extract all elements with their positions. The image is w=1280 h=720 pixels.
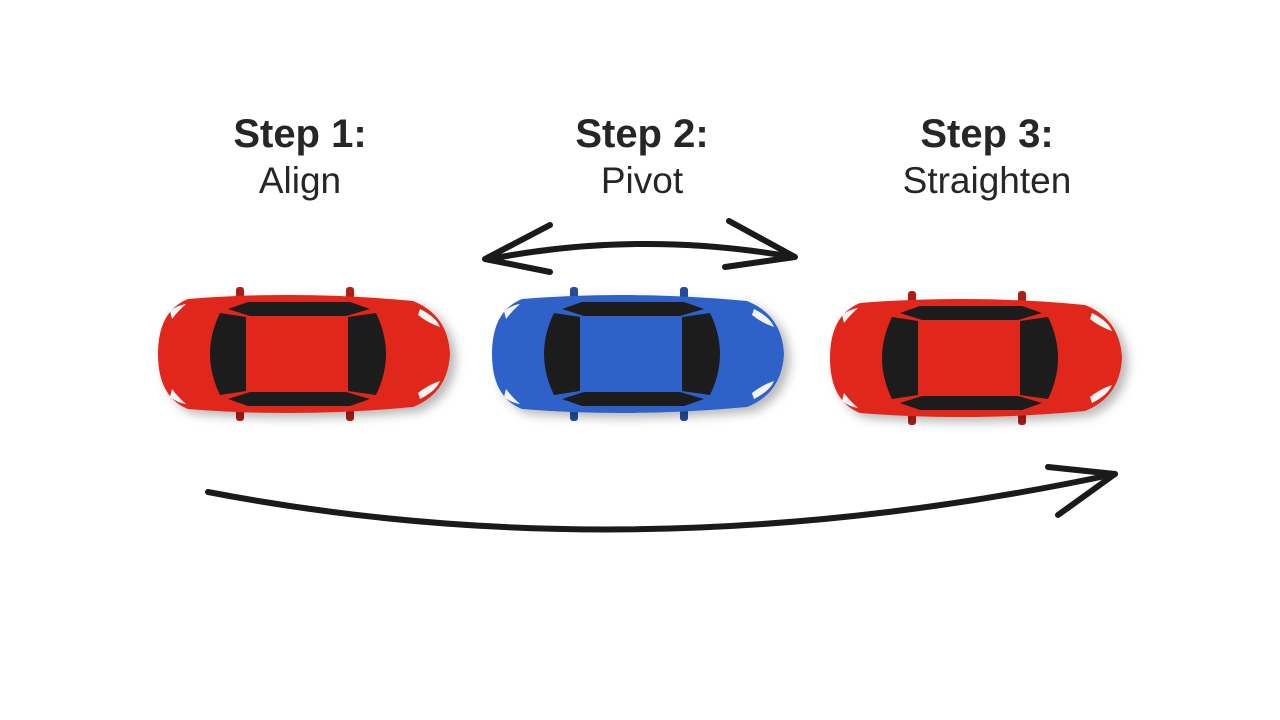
headlight <box>752 381 774 399</box>
windshield <box>1020 317 1058 399</box>
headlight <box>1090 313 1112 331</box>
windshield <box>682 313 720 395</box>
windshield <box>348 313 386 395</box>
step-1-action: Align <box>258 160 342 201</box>
car-roof <box>920 322 1018 394</box>
side-window-bottom <box>900 396 1042 410</box>
side-window-top <box>562 302 704 316</box>
tail-light <box>504 304 520 319</box>
tail-light <box>842 393 858 408</box>
step-2-title: Step 2: <box>575 112 709 156</box>
headlight <box>752 309 774 327</box>
side-window-bottom <box>228 392 370 406</box>
step-2-action: Pivot <box>600 160 684 201</box>
blue-car-step-2 <box>492 287 784 421</box>
headlight <box>418 381 440 399</box>
tail-light <box>170 304 186 319</box>
tail-light <box>504 389 520 404</box>
red-car-step-3 <box>830 291 1122 425</box>
side-window-top <box>228 302 370 316</box>
double-headed-arrow-icon <box>482 218 798 275</box>
step-3-title: Step 3: <box>920 112 1054 156</box>
tail-light <box>170 389 186 404</box>
headlight <box>418 309 440 327</box>
step-3-action: Straighten <box>902 160 1072 201</box>
rear-window <box>210 313 246 395</box>
step-3-label: Step 3: Straighten <box>837 110 1137 204</box>
headlight <box>1090 385 1112 403</box>
tail-light <box>842 308 858 323</box>
side-window-bottom <box>562 392 704 406</box>
car-roof <box>582 318 680 390</box>
long-forward-arrow-icon <box>205 464 1118 533</box>
step-1-title: Step 1: <box>233 112 367 156</box>
red-car-step-1 <box>158 287 450 421</box>
step-2-label: Step 2: Pivot <box>492 110 792 204</box>
car-roof <box>248 318 346 390</box>
rear-window <box>882 317 918 399</box>
step-1-label: Step 1: Align <box>150 110 450 204</box>
side-window-top <box>900 306 1042 320</box>
rear-window <box>544 313 580 395</box>
